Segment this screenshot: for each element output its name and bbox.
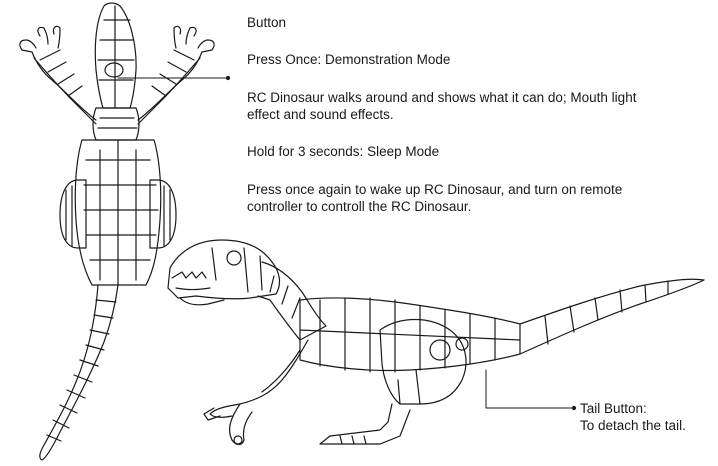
dinosaur-top-view: [20, 3, 214, 460]
demo-description-line1: RC Dinosaur walks around and shows what …: [247, 90, 637, 105]
press-once-text: Press Once: Demonstration Mode: [247, 52, 451, 67]
wake-description-line2: controller to controll the RC Dinosaur.: [247, 199, 472, 214]
tail-button-description: To detach the tail.: [580, 418, 686, 433]
dinosaur-side-view: [168, 240, 704, 445]
wake-description-line1: Press once again to wake up RC Dinosaur,…: [247, 182, 623, 197]
tail-button-label: Tail Button:: [580, 401, 647, 416]
hold-text: Hold for 3 seconds: Sleep Mode: [247, 144, 440, 159]
demo-description-line2: effect and sound effects.: [247, 107, 394, 122]
button-title: Button: [247, 15, 287, 30]
